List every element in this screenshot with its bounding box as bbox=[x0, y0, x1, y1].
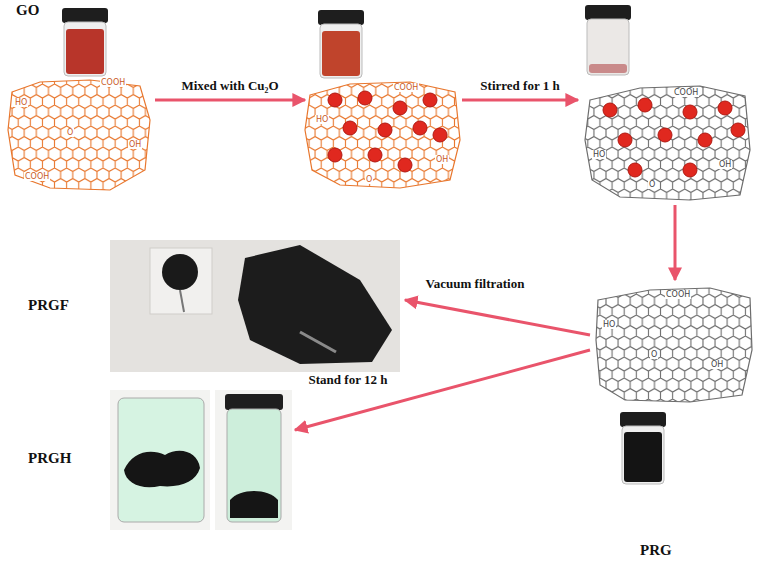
vial-photo bbox=[62, 8, 108, 76]
cu2o-particle bbox=[393, 101, 407, 115]
vial-glass bbox=[64, 22, 106, 76]
cu2o-particle bbox=[343, 121, 357, 135]
cu2o-particle bbox=[328, 148, 342, 162]
process-arrow bbox=[674, 205, 677, 280]
hydrogel bbox=[230, 491, 278, 518]
process-arrow bbox=[462, 99, 578, 102]
stage-node: PRGF bbox=[20, 235, 405, 375]
cu2o-particle bbox=[698, 133, 712, 147]
cu2o-particle bbox=[368, 148, 382, 162]
film-photo bbox=[110, 240, 400, 372]
vial-glass bbox=[622, 426, 664, 484]
vial-photo bbox=[318, 10, 364, 78]
vial-liquid bbox=[322, 31, 360, 76]
step-label: Stirred for 1 h bbox=[478, 78, 561, 94]
cu2o-particle bbox=[358, 91, 372, 105]
cu2o-particles bbox=[328, 91, 447, 172]
cu2o-particle bbox=[398, 158, 412, 172]
group-label: COOH bbox=[665, 290, 691, 299]
vial-cap bbox=[225, 394, 283, 410]
group-label: HO bbox=[592, 150, 606, 159]
photo-background bbox=[215, 390, 292, 530]
cu2o-particle bbox=[378, 123, 392, 137]
process-arrow bbox=[295, 350, 590, 430]
cu2o-particle bbox=[683, 163, 697, 177]
vial-liquid bbox=[624, 432, 662, 482]
vial-glass bbox=[118, 398, 204, 522]
stage-label: GO bbox=[16, 2, 39, 19]
stage-node: COOH OH HO O bbox=[305, 5, 462, 190]
hydrogel-photo bbox=[110, 390, 210, 530]
stage-node: GO HO COOH OH O COOH bbox=[0, 0, 155, 195]
group-label: HO bbox=[14, 98, 28, 107]
vial-cap bbox=[62, 8, 108, 23]
group-label: OH bbox=[710, 360, 724, 369]
stage-node: HO COOH OH O bbox=[578, 0, 756, 205]
step-label: Mixed with Cu₂O bbox=[179, 78, 280, 94]
vial-photo bbox=[620, 412, 666, 484]
group-label: OH bbox=[435, 155, 449, 164]
vial-sediment bbox=[589, 64, 627, 73]
cu2o-particle bbox=[731, 123, 745, 137]
group-label: O bbox=[66, 128, 74, 137]
cu2o-particle bbox=[628, 163, 642, 177]
photo-background bbox=[110, 240, 400, 372]
cu2o-particles bbox=[603, 98, 745, 177]
cu2o-particle bbox=[658, 128, 672, 142]
film-stem bbox=[180, 290, 184, 312]
vial-cap bbox=[318, 10, 364, 25]
film-disc bbox=[162, 254, 198, 290]
vial-cap bbox=[585, 5, 631, 20]
step-label: Vacuum filtration bbox=[424, 276, 527, 292]
prg-structure bbox=[596, 288, 752, 402]
vial-glass bbox=[227, 409, 281, 522]
group-label: OH bbox=[128, 140, 142, 149]
vial-liquid bbox=[66, 29, 104, 74]
group-label: O bbox=[365, 175, 373, 184]
group-label: O bbox=[648, 180, 656, 189]
group-label: COOH bbox=[24, 172, 50, 181]
cu2o-particle bbox=[638, 98, 652, 112]
stage-label: PRGF bbox=[28, 297, 69, 314]
cu2o-particle bbox=[433, 128, 447, 142]
photo-background bbox=[110, 390, 210, 530]
cu2o-particle bbox=[618, 133, 632, 147]
vial-cap bbox=[620, 412, 666, 427]
photo-inset bbox=[150, 248, 212, 314]
vial-photo bbox=[585, 5, 631, 75]
cu2o-particle bbox=[413, 121, 427, 135]
vial-glass bbox=[587, 19, 629, 75]
group-label: HO bbox=[602, 320, 616, 329]
stage-node: PRG HO COOH OH O bbox=[590, 280, 756, 565]
reduced-structure bbox=[585, 86, 750, 200]
group-label: OH bbox=[718, 160, 732, 169]
group-label: COOH bbox=[673, 88, 699, 97]
cu2o-particle bbox=[683, 105, 697, 119]
cu2o-particle bbox=[423, 93, 437, 107]
process-arrow bbox=[155, 99, 305, 102]
step-label: Stand for 12 h bbox=[307, 372, 390, 388]
go-structure bbox=[8, 80, 150, 190]
group-label: COOH bbox=[393, 83, 419, 92]
vial-glass bbox=[320, 24, 362, 78]
stage-node: PRGH bbox=[20, 388, 295, 535]
hydrogel bbox=[124, 451, 200, 487]
film-sheet bbox=[238, 245, 392, 364]
group-label: HO bbox=[315, 115, 329, 124]
stage-label: PRG bbox=[640, 542, 672, 559]
process-arrow bbox=[405, 300, 590, 335]
cu2o-particle bbox=[328, 93, 342, 107]
group-label: O bbox=[650, 350, 658, 359]
go-structure bbox=[305, 82, 460, 188]
cu2o-particle bbox=[603, 103, 617, 117]
group-label: COOH bbox=[100, 78, 126, 87]
stage-label: PRGH bbox=[28, 450, 71, 467]
tweezers bbox=[300, 332, 336, 352]
cu2o-particle bbox=[718, 101, 732, 115]
hydrogel-photo bbox=[215, 390, 292, 530]
